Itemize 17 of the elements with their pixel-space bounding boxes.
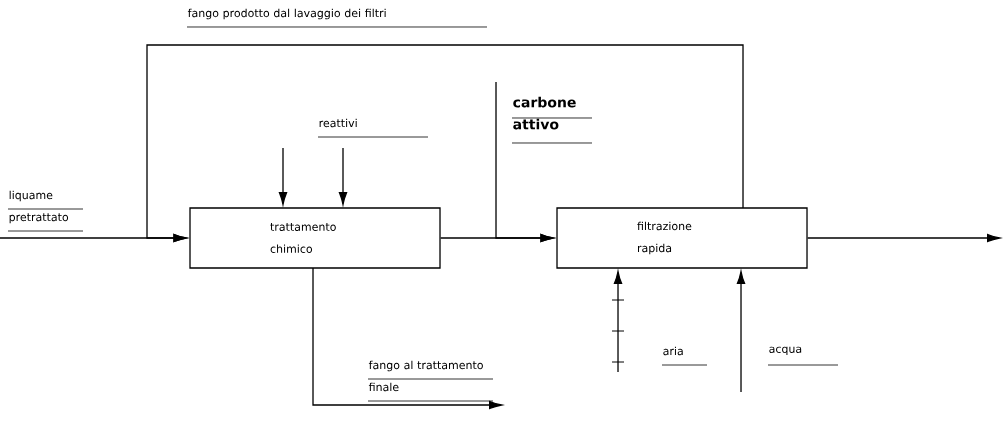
arrow [807, 233, 1001, 243]
edge-label: fango prodotto dal lavaggio dei filtri [186, 8, 488, 28]
edge-label: aria [661, 346, 708, 366]
arrow [312, 267, 503, 410]
arrow [611, 270, 625, 373]
process-box: filtrazione rapida [556, 207, 808, 269]
process-box: trattamento chimico [189, 207, 441, 269]
edge-label: fango al trattamento finale [367, 360, 494, 402]
arrow [338, 147, 348, 206]
arrow [146, 44, 744, 243]
arrow [278, 147, 288, 206]
text-label: reattivi [317, 118, 429, 138]
edge-label: liquame pretrattato [7, 190, 84, 232]
edge-label: carbone attivo [511, 96, 593, 144]
arrow [736, 270, 746, 393]
edge-label: acqua [767, 346, 839, 366]
arrow [495, 81, 554, 243]
